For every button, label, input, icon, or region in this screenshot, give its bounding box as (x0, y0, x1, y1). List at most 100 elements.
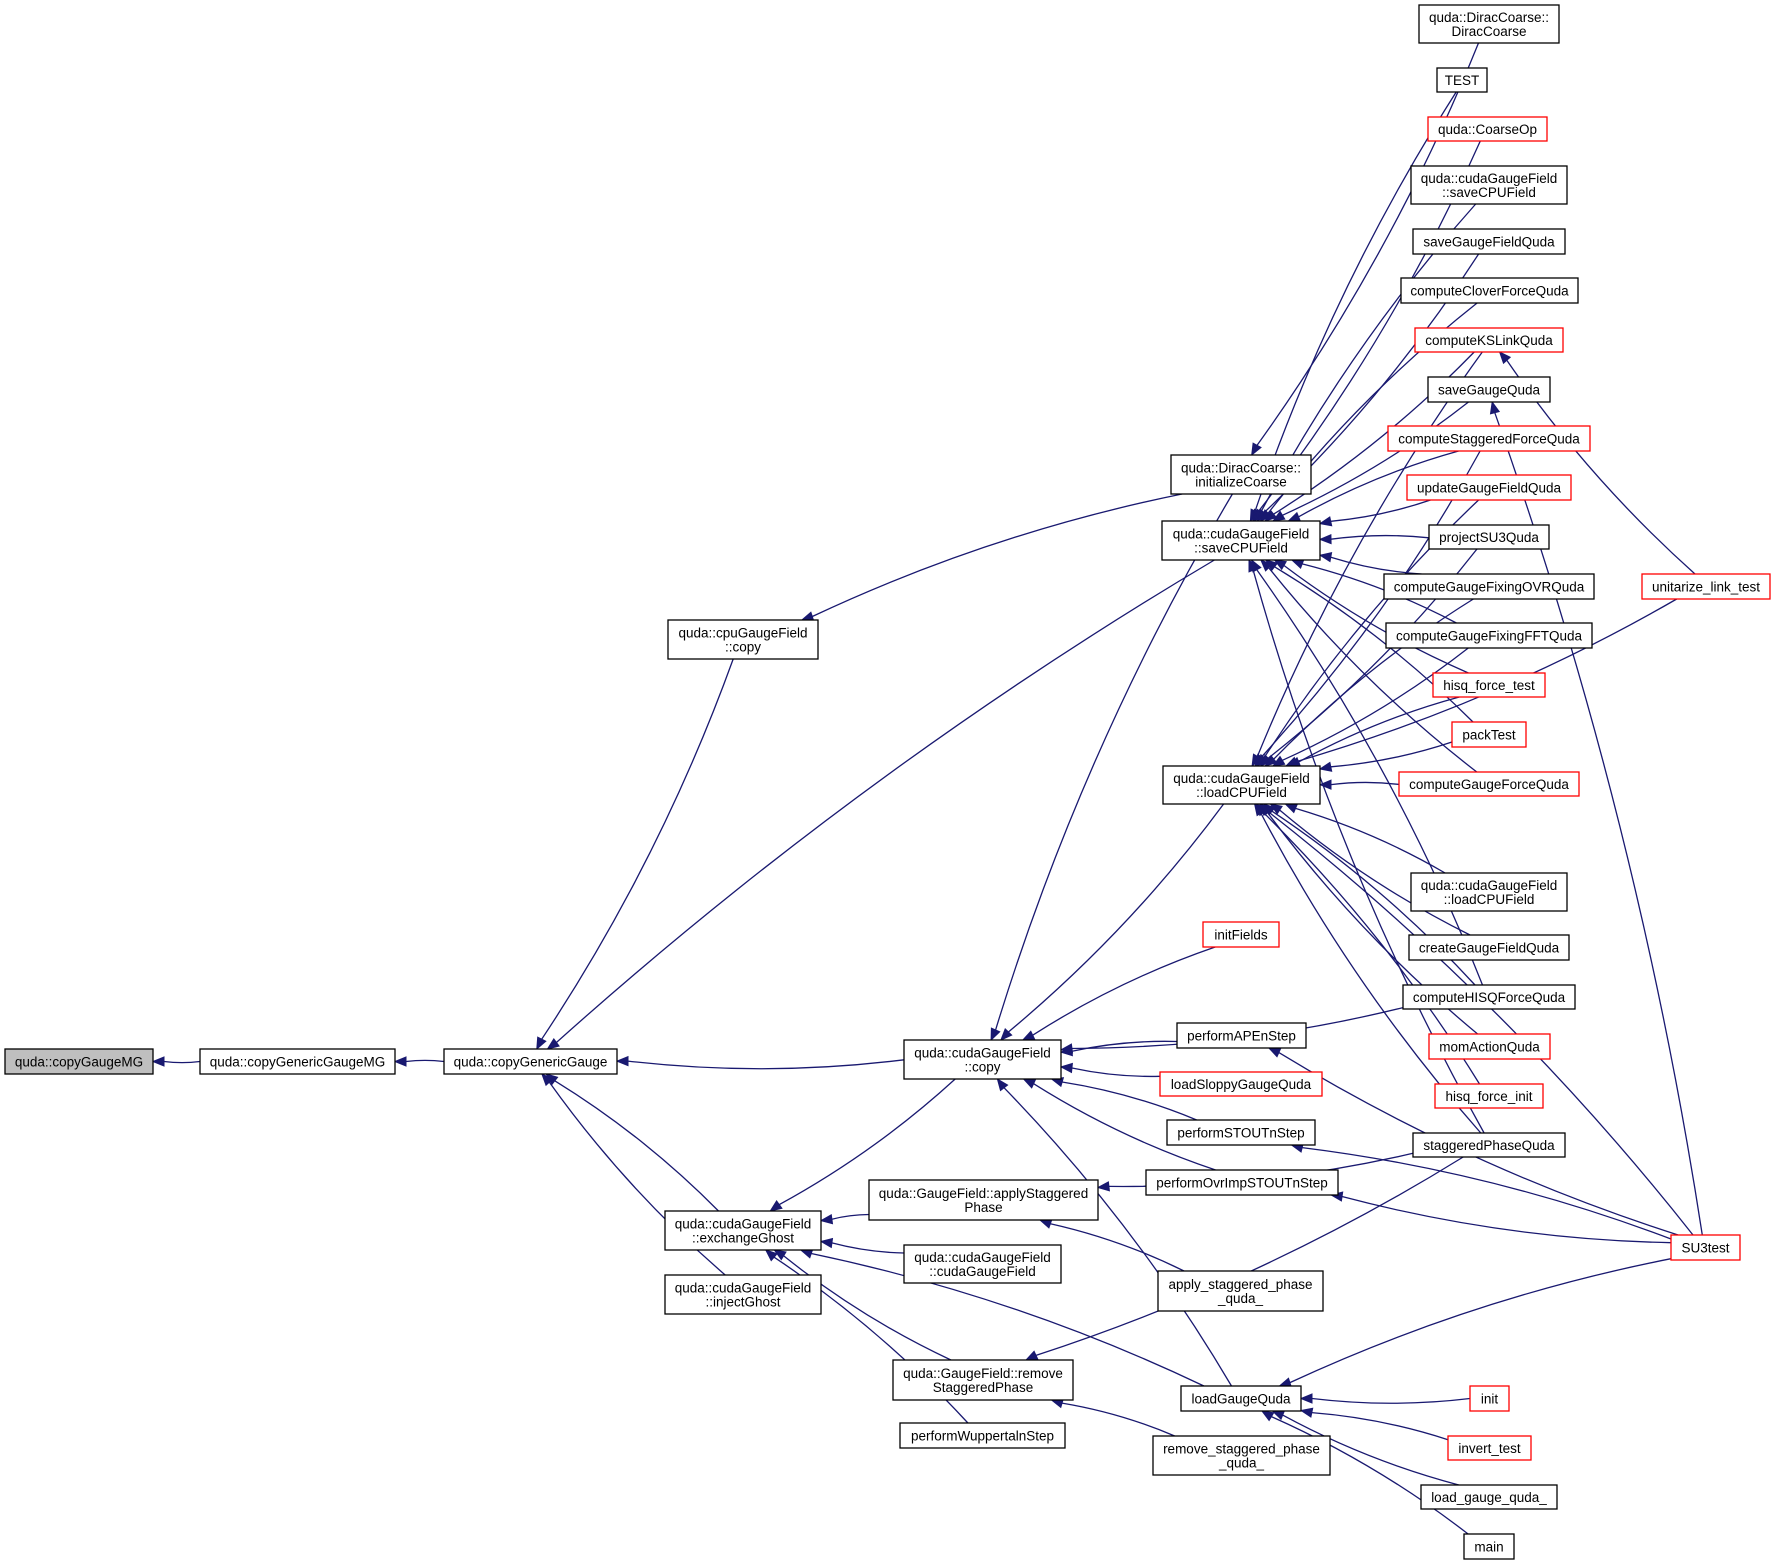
edge-line (1330, 781, 1400, 786)
node-label: initFields (1214, 927, 1268, 942)
node-performOvrImpSTOUTnStep[interactable]: performOvrImpSTOUTnStep (1145, 1169, 1339, 1196)
node-createGaugeFieldQuda[interactable]: createGaugeFieldQuda (1408, 934, 1570, 961)
node-performWuppertalnStep[interactable]: performWuppertalnStep (899, 1422, 1066, 1449)
node-main[interactable]: main (1463, 1533, 1515, 1560)
node-label: quda::DiracCoarse:: (1181, 460, 1301, 475)
node-cudaGaugeFieldCtor[interactable]: quda::cudaGaugeField::cudaGaugeField (903, 1244, 1062, 1284)
node-saveGaugeFieldQuda[interactable]: saveGaugeFieldQuda (1412, 228, 1566, 255)
edge-line (1298, 450, 1459, 518)
node-remove_staggered_phase_quda_[interactable]: remove_staggered_phase_quda_ (1152, 1435, 1331, 1476)
arrowhead-icon (1251, 442, 1262, 457)
edge-cpuCopy-to-copyGenericGauge (536, 658, 734, 1051)
edge-line (1330, 556, 1422, 575)
node-box (1432, 672, 1546, 698)
edge-updateGaugeFieldQuda-to-saveCPUField (1318, 499, 1431, 527)
edge-initFields-to-cudaCopy (1021, 946, 1216, 1041)
node-loadCPUField[interactable]: quda::cudaGaugeField::loadCPUField (1162, 765, 1321, 805)
node-computeGaugeFixingOVRQuda[interactable]: computeGaugeFixingOVRQuda (1383, 573, 1595, 600)
node-copyGenericGauge[interactable]: quda::copyGenericGauge (443, 1048, 618, 1075)
node-hisq_force_test[interactable]: hisq_force_test (1432, 672, 1546, 698)
node-TEST[interactable]: TEST (1436, 67, 1488, 93)
node-label: computeGaugeFixingOVRQuda (1394, 579, 1585, 594)
edge-exchangeGhost-to-copyGenericGauge (545, 1073, 719, 1212)
edge-line (1298, 696, 1460, 763)
node-box (1469, 1385, 1510, 1412)
node-loadGaugeQuda[interactable]: loadGaugeQuda (1180, 1385, 1302, 1412)
node-label: performAPEnStep (1187, 1028, 1296, 1043)
arrowhead-icon (1299, 1407, 1314, 1418)
arrowhead-icon (1284, 803, 1299, 814)
node-initializeCoarse[interactable]: quda::DiracCoarse::initializeCoarse (1170, 454, 1312, 495)
node-label: Phase (964, 1200, 1002, 1215)
node-hisq_force_init[interactable]: hisq_force_init (1434, 1083, 1544, 1109)
edge-line (1032, 946, 1216, 1036)
arrowhead-icon (1260, 1410, 1275, 1422)
node-exchangeGhost[interactable]: quda::cudaGaugeField::exchangeGhost (664, 1210, 822, 1251)
node-CoarseOp[interactable]: quda::CoarseOp (1427, 116, 1548, 142)
node-saveGaugeQuda[interactable]: saveGaugeQuda (1427, 376, 1551, 403)
node-box (1412, 1132, 1566, 1158)
arrowhead-icon (1318, 533, 1332, 545)
node-label: quda::cudaGaugeField (1421, 878, 1558, 893)
node-box (1145, 1169, 1339, 1196)
arrowhead-icon (1259, 803, 1273, 816)
node-saveCPUField[interactable]: quda::cudaGaugeField::saveCPUField (1161, 520, 1321, 561)
node-box (892, 1359, 1074, 1401)
node-box (1670, 1234, 1741, 1261)
node-loadCPUField2[interactable]: quda::cudaGaugeField::loadCPUField (1410, 872, 1568, 912)
node-label: loadGaugeQuda (1191, 1391, 1291, 1406)
node-DiracCoarseCtor[interactable]: quda::DiracCoarse::DiracCoarse (1418, 4, 1560, 44)
edge-line (1311, 1397, 1471, 1404)
node-box (1434, 1083, 1544, 1109)
node-performAPEnStep[interactable]: performAPEnStep (1176, 1022, 1307, 1049)
node-box (667, 619, 819, 660)
edge-computeGaugeForceQuda-to-saveCPUField (1259, 559, 1478, 773)
node-box (1176, 1022, 1307, 1049)
node-injectGhost[interactable]: quda::cudaGaugeField::injectGhost (664, 1274, 822, 1315)
node-cpuCopy[interactable]: quda::cpuGaugeField::copy (667, 619, 819, 660)
node-copyGenericGaugeMG[interactable]: quda::copyGenericGaugeMG (199, 1048, 396, 1075)
node-label: hisq_force_init (1445, 1089, 1532, 1104)
node-invert_test[interactable]: invert_test (1447, 1435, 1532, 1461)
node-loadSloppyGaugeQuda[interactable]: loadSloppyGaugeQuda (1159, 1071, 1323, 1097)
edge-cudaCopy-to-copyGenericGauge (615, 1055, 905, 1070)
node-apply_staggered_phase_quda_[interactable]: apply_staggered_phase_quda_ (1157, 1270, 1324, 1312)
node-updateGaugeFieldQuda[interactable]: updateGaugeFieldQuda (1406, 474, 1572, 501)
node-box (1202, 921, 1280, 948)
node-initFields[interactable]: initFields (1202, 921, 1280, 948)
edge-line (1289, 1258, 1672, 1384)
node-saveCPUField2[interactable]: quda::cudaGaugeField::saveCPUField (1410, 165, 1568, 205)
node-computeCloverForceQuda[interactable]: computeCloverForceQuda (1400, 277, 1579, 304)
node-computeGaugeFixingFFTQuda[interactable]: computeGaugeFixingFFTQuda (1385, 622, 1593, 649)
node-performSTOUTnStep[interactable]: performSTOUTnStep (1166, 1119, 1316, 1146)
node-label: performSTOUTnStep (1177, 1125, 1304, 1140)
node-packTest[interactable]: packTest (1451, 721, 1527, 748)
arrowhead-icon (1096, 1181, 1110, 1192)
node-unitarize_link_test[interactable]: unitarize_link_test (1641, 573, 1771, 600)
arrowhead-icon (1271, 755, 1286, 767)
node-SU3test[interactable]: SU3test (1670, 1234, 1741, 1261)
edge-line (1268, 567, 1478, 773)
edge-line (1311, 1411, 1449, 1441)
arrowhead-icon (1318, 779, 1332, 790)
arrowhead-icon (615, 1055, 629, 1067)
node-computeKSLinkQuda[interactable]: computeKSLinkQuda (1414, 327, 1564, 353)
node-init[interactable]: init (1469, 1385, 1510, 1412)
node-computeStaggeredForceQuda[interactable]: computeStaggeredForceQuda (1387, 425, 1591, 452)
node-computeHISQForceQuda[interactable]: computeHISQForceQuda (1402, 984, 1576, 1010)
node-computeGaugeForceQuda[interactable]: computeGaugeForceQuda (1398, 771, 1580, 797)
node-projectSU3Quda[interactable]: projectSU3Quda (1428, 524, 1550, 550)
node-box (903, 1039, 1062, 1080)
edge-saveCPUField-to-copyGenericGauge (546, 559, 1215, 1050)
node-label: ::injectGhost (705, 1294, 780, 1309)
node-load_gauge_quda_[interactable]: load_gauge_quda_ (1420, 1484, 1558, 1510)
node-cudaCopy[interactable]: quda::cudaGaugeField::copy (903, 1039, 1062, 1080)
node-label: saveGaugeFieldQuda (1423, 234, 1555, 249)
node-label: loadSloppyGaugeQuda (1171, 1077, 1312, 1092)
node-momActionQuda[interactable]: momActionQuda (1428, 1033, 1551, 1060)
node-staggeredPhaseQuda[interactable]: staggeredPhaseQuda (1412, 1132, 1566, 1158)
node-box (1385, 622, 1593, 649)
